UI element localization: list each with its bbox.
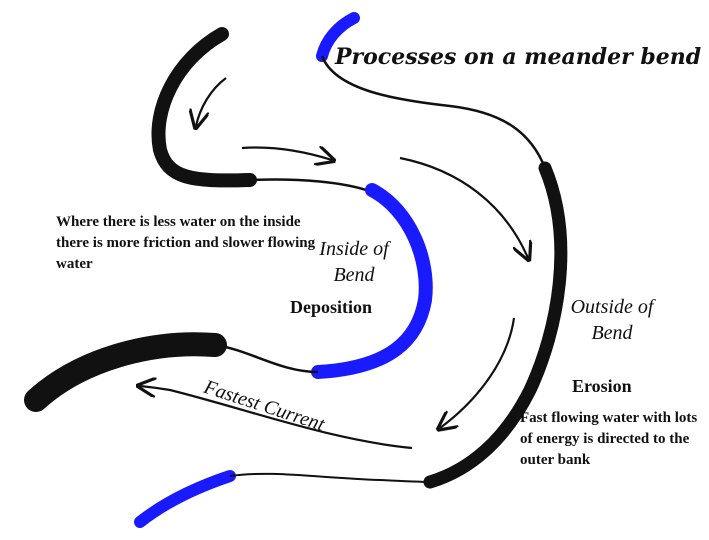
outside-note: Fast flowing water with lots of energy i…	[520, 410, 698, 468]
flow-arrow-middle	[241, 148, 332, 161]
lower-deposit	[134, 470, 236, 528]
inside-note: Where there is less water on the inside …	[56, 214, 316, 272]
upper-left-bank-line	[249, 178, 373, 194]
outside-bend-label: Outside of Bend	[570, 296, 654, 344]
upper-left-bank	[151, 27, 257, 188]
outside-bend-bank	[423, 161, 568, 489]
inside-bend-deposit	[311, 183, 433, 379]
flow-arrow-top-left	[196, 77, 227, 126]
lower-bank-line	[229, 472, 431, 483]
flow-arrow-lower-right	[440, 317, 516, 428]
flow-arrow-right	[399, 156, 528, 258]
inside-bend-label: Inside of Bend	[319, 238, 389, 286]
deposition-label: Deposition	[290, 297, 373, 317]
inside-bank-line	[214, 343, 319, 374]
erosion-label: Erosion	[572, 376, 632, 396]
diagram-title: Processes on a meander bend	[335, 44, 702, 70]
upper-right-deposit	[316, 12, 360, 62]
outer-bank-line	[320, 55, 547, 169]
fastest-current-arrow	[140, 386, 413, 450]
lower-left-bank	[24, 332, 227, 412]
